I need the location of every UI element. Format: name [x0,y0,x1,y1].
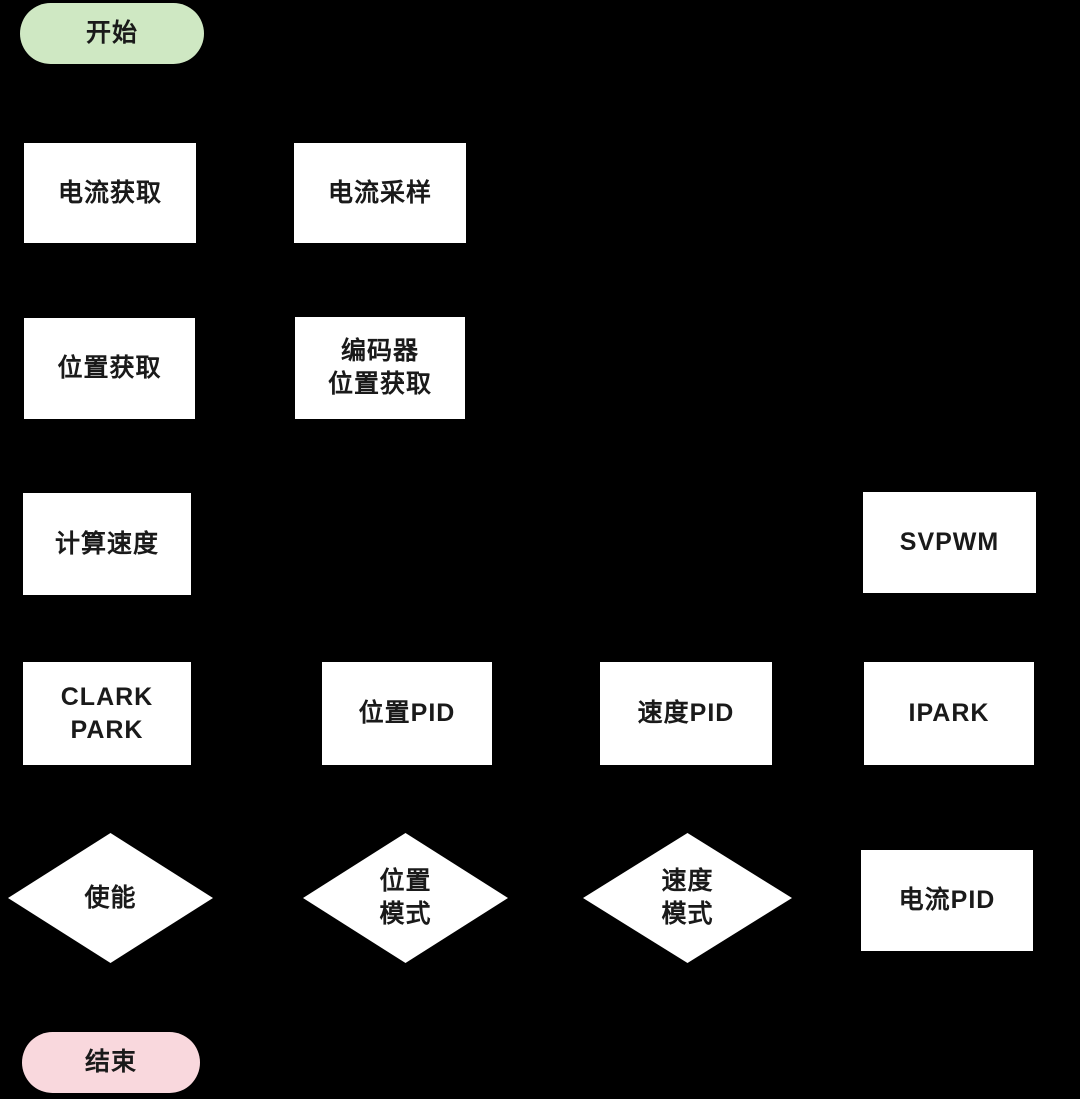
end-terminator-node: 结束 [22,1032,200,1093]
clark-park-node: CLARK PARK [23,662,191,765]
current-sampling-label: 电流采样 [327,178,432,207]
position-mode-decision-label: 位置 模式 [379,867,432,928]
current-pid-node: 电流PID [861,850,1033,951]
speed-pid-label: 速度PID [637,699,735,727]
position-pid-node: 位置PID [322,662,492,765]
current-sampling-node: 电流采样 [294,143,466,243]
position-acquisition-node: 位置获取 [24,318,195,419]
svpwm-node: SVPWM [863,492,1036,593]
speed-mode-decision-label: 速度 模式 [661,867,714,928]
ipark-node: IPARK [864,662,1034,765]
ipark-label: IPARK [908,699,990,727]
current-acquisition-node: 电流获取 [24,143,196,243]
svpwm-label: SVPWM [899,528,1000,556]
speed-calculation-node: 计算速度 [23,493,191,595]
end-terminator-label: 结束 [84,1048,137,1076]
enable-decision-label: 使能 [84,883,137,912]
current-acquisition-label: 电流获取 [57,178,162,207]
position-pid-label: 位置PID [358,699,456,727]
enable-decision-node: 使能 [8,833,213,963]
start-terminator-label: 开始 [85,19,138,47]
speed-mode-decision-node: 速度 模式 [583,833,792,963]
encoder-position-acquisition-label: 编码器 位置获取 [327,337,432,398]
position-mode-decision-node: 位置 模式 [303,833,508,963]
speed-calculation-label: 计算速度 [54,529,159,558]
current-pid-label: 电流PID [898,886,996,914]
clark-park-label: CLARK PARK [60,682,154,744]
encoder-position-acquisition-node: 编码器 位置获取 [295,317,465,419]
start-terminator-node: 开始 [20,3,204,64]
speed-pid-node: 速度PID [600,662,772,765]
position-acquisition-label: 位置获取 [57,354,162,382]
